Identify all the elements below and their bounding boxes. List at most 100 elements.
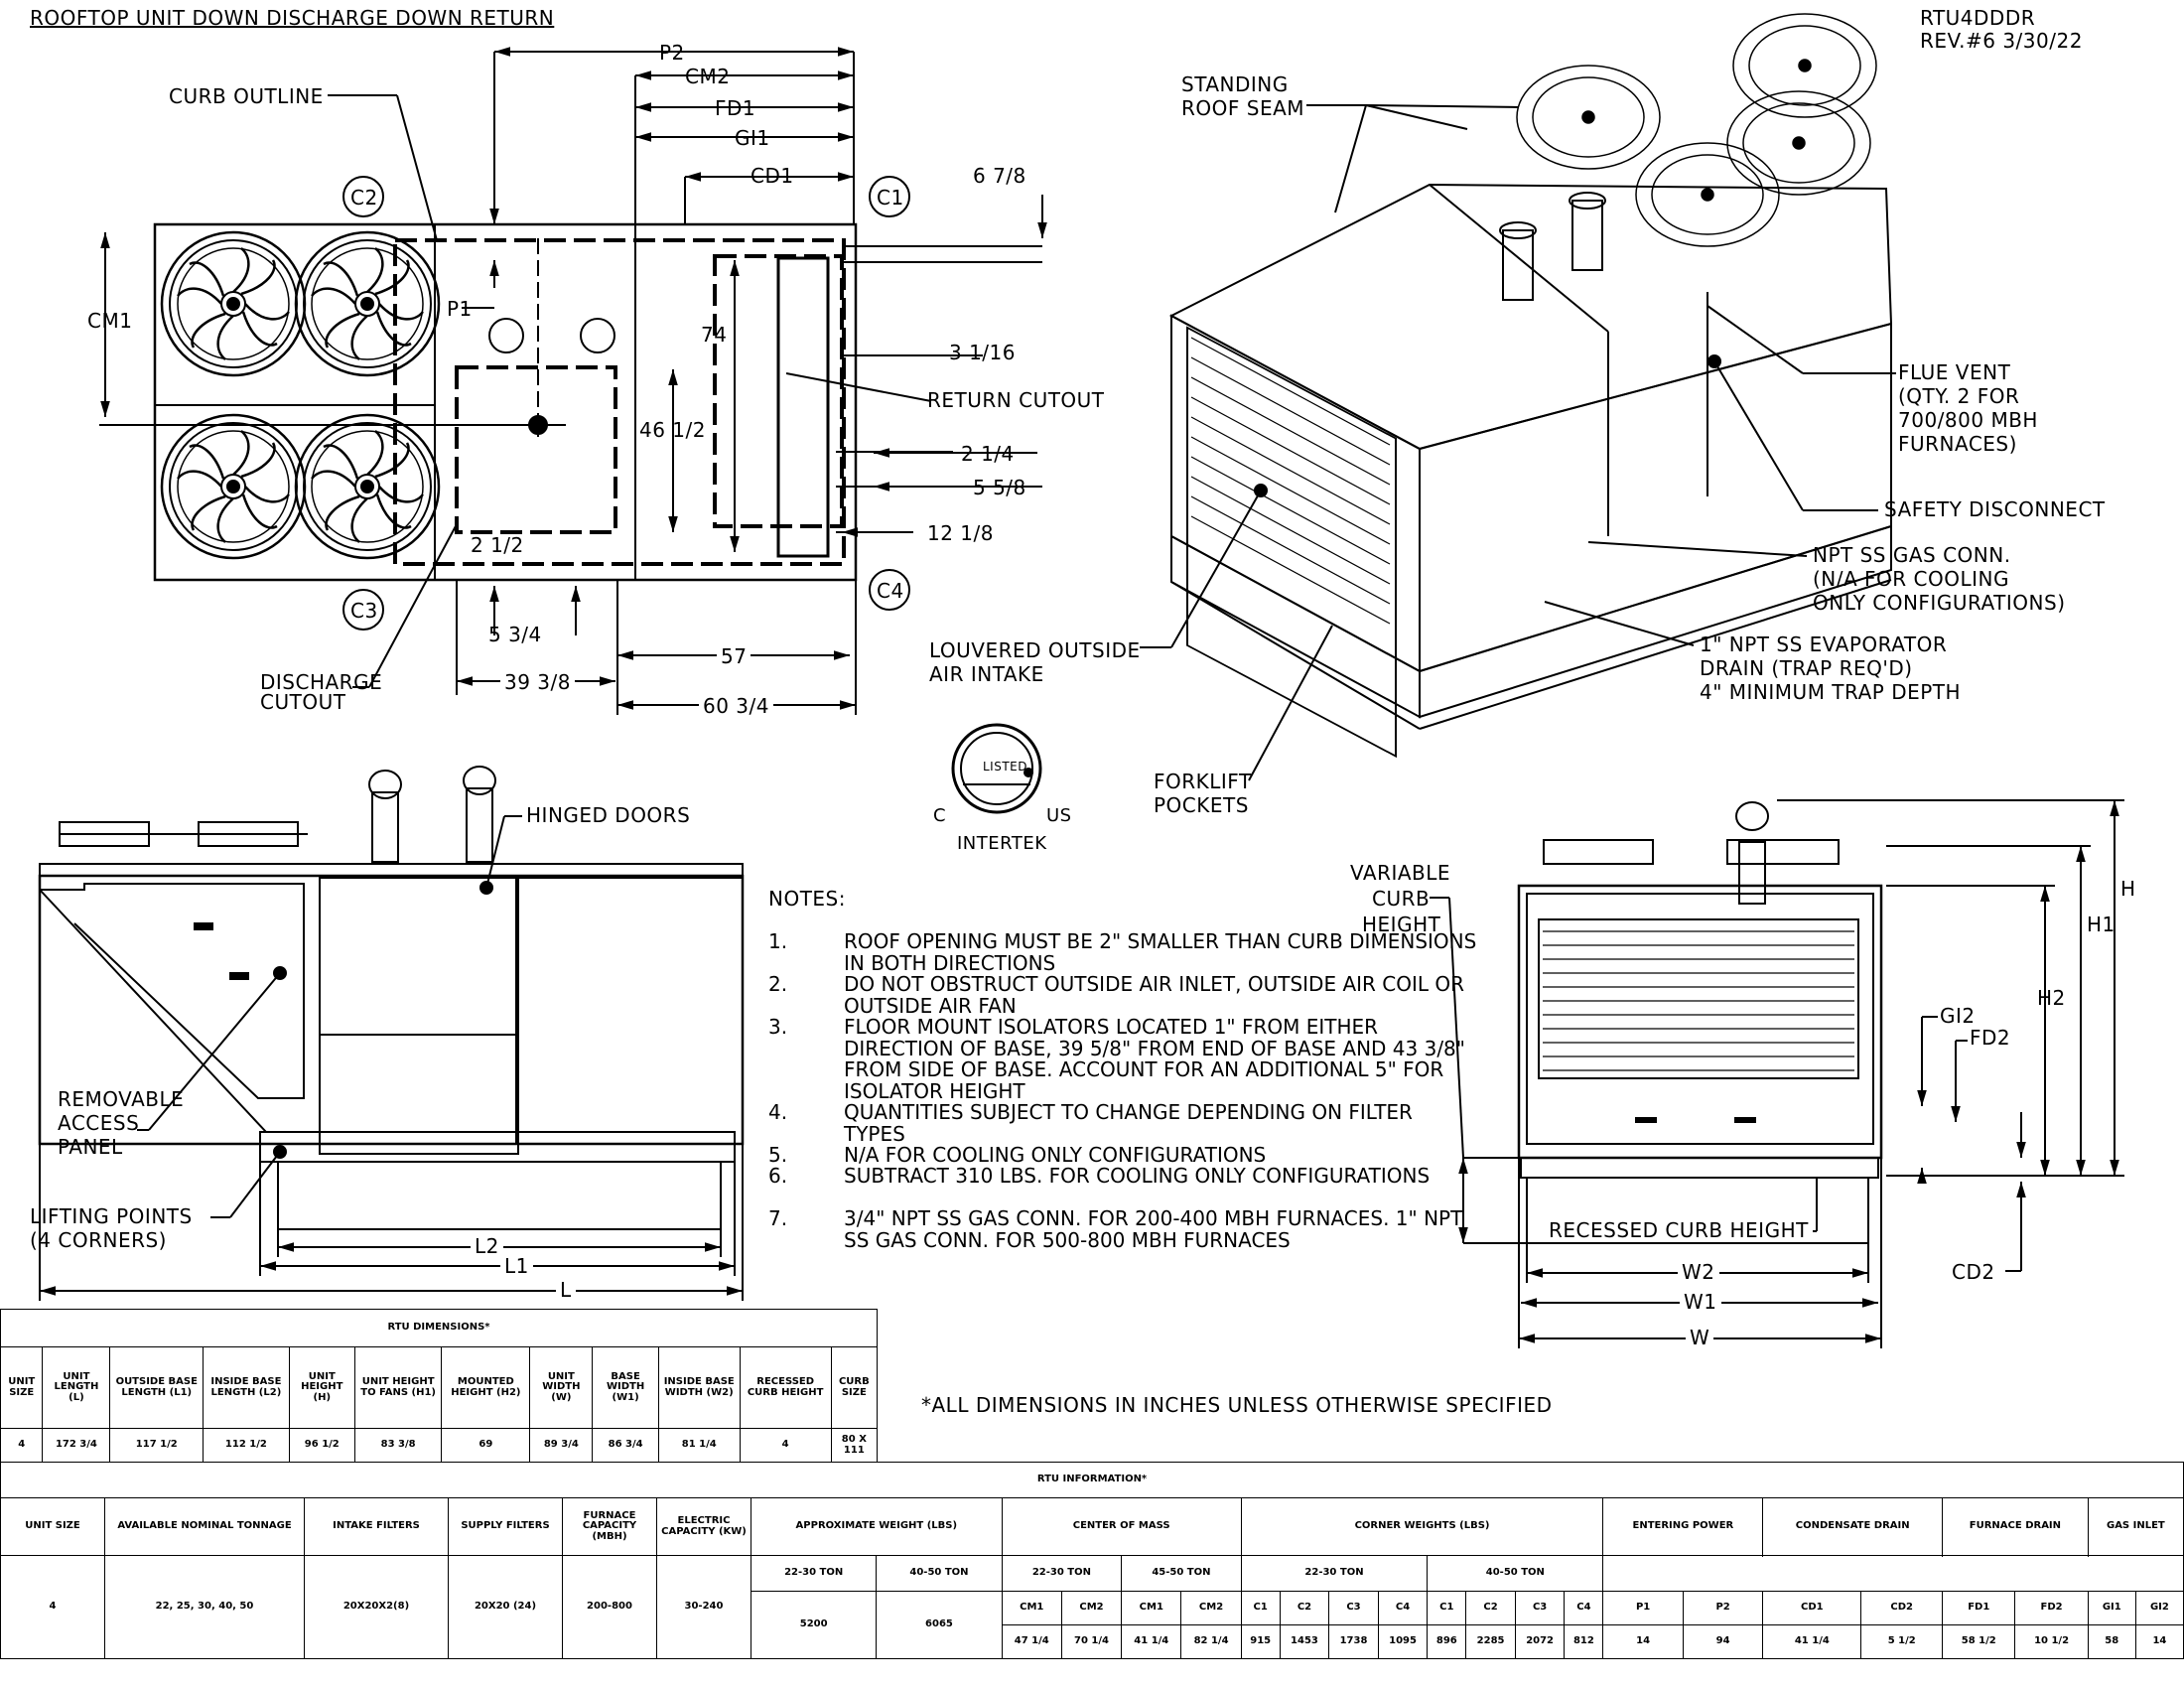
logo-listed: LISTED <box>983 760 1027 774</box>
plan-view <box>99 47 1047 715</box>
removable-label-3: PANEL <box>58 1135 123 1159</box>
table-header: APPROXIMATE WEIGHT (LBS) <box>751 1497 1003 1556</box>
table-cell: 20X20 (24) <box>448 1555 563 1659</box>
table-colhead: C2 <box>1279 1591 1330 1625</box>
gi2-label: GI2 <box>1940 1004 1976 1028</box>
logo-intertek: INTERTEK <box>957 833 1047 854</box>
table-cell: 70 1/4 <box>1060 1624 1123 1659</box>
discharge-cutout-label-2: CUTOUT <box>260 690 346 714</box>
table-cell: 2285 <box>1465 1624 1516 1659</box>
rtu-dimensions-table: RTU DIMENSIONS* UNIT SIZE UNIT LENGTH (L… <box>0 1309 879 1463</box>
cm1-label: CM1 <box>87 309 133 333</box>
dim-2-1-2: 2 1/2 <box>471 533 524 557</box>
table-subheader: 45-50 TON <box>1121 1555 1242 1592</box>
c2-label: C2 <box>350 186 378 210</box>
table-colhead: CM1 <box>1001 1591 1062 1625</box>
table-cell: 89 3/4 <box>529 1428 594 1463</box>
table-colhead: C4 <box>1564 1591 1604 1625</box>
table-cell: 94 <box>1682 1624 1764 1659</box>
table-cell: 22, 25, 30, 40, 50 <box>104 1555 305 1659</box>
table-colhead: GI1 <box>2087 1591 2136 1625</box>
table-cell: 4 <box>0 1428 44 1463</box>
table-cell: 20X20X2(8) <box>304 1555 449 1659</box>
table-cell: 172 3/4 <box>42 1428 111 1463</box>
flue-vent-label-3: 700/800 MBH <box>1898 408 2038 432</box>
table-header: UNIT HEIGHT (H) <box>288 1346 355 1429</box>
table-cell: 58 1/2 <box>1942 1624 2016 1659</box>
table-cell: 1738 <box>1328 1624 1379 1659</box>
cm2-label: CM2 <box>685 65 731 88</box>
table-cell: 812 <box>1564 1624 1604 1659</box>
recessed-curb-height-label: RECESSED CURB HEIGHT <box>1545 1219 1813 1241</box>
table-cell: 81 1/4 <box>657 1428 741 1463</box>
flue-vent-label-4: FURNACES) <box>1898 432 2017 456</box>
w2-label: W2 <box>1678 1261 1719 1283</box>
side-view <box>38 766 745 1301</box>
table-header: INSIDE BASE LENGTH (L2) <box>203 1346 290 1429</box>
fd1-label: FD1 <box>715 96 756 120</box>
dim-39-3-8: 39 3/8 <box>500 671 575 693</box>
table-colhead: FD1 <box>1942 1591 2016 1625</box>
c3-label: C3 <box>350 599 378 623</box>
table-colhead: C3 <box>1514 1591 1566 1625</box>
table-header: FURNACE CAPACITY (MBH) <box>562 1497 657 1556</box>
table-header: OUTSIDE BASE LENGTH (L1) <box>109 1346 205 1429</box>
dim-12-1-8: 12 1/8 <box>927 521 994 545</box>
l1-label: L1 <box>500 1255 533 1277</box>
table-subheader: 40-50 TON <box>1427 1555 1604 1592</box>
table-colhead: C3 <box>1328 1591 1379 1625</box>
table-cell: 1095 <box>1377 1624 1429 1659</box>
table-colhead: C1 <box>1240 1591 1281 1625</box>
table-header: UNIT WIDTH (W) <box>529 1346 594 1429</box>
table-header: UNIT LENGTH (L) <box>42 1346 111 1429</box>
p2-label: P2 <box>659 41 685 65</box>
dim-3-1-16: 3 1/16 <box>949 341 1016 364</box>
table-colhead: C1 <box>1427 1591 1467 1625</box>
rtu-information-title: RTU INFORMATION* <box>0 1462 2184 1498</box>
gas-conn-label-3: ONLY CONFIGURATIONS) <box>1813 591 2066 615</box>
hinged-doors-label: HINGED DOORS <box>526 803 691 827</box>
dim-57: 57 <box>717 645 751 667</box>
table-cell: 96 1/2 <box>288 1428 355 1463</box>
table-header: SUPPLY FILTERS <box>448 1497 563 1556</box>
gas-conn-label-2: (N/A FOR COOLING <box>1813 567 2009 591</box>
table-colhead: P1 <box>1602 1591 1684 1625</box>
rtu-information-table: RTU INFORMATION* UNIT SIZE AVAILABLE NOM… <box>0 1462 2184 1659</box>
table-cell: 14 <box>2134 1624 2184 1659</box>
dim-5-5-8: 5 5/8 <box>973 476 1026 499</box>
safety-disconnect-label: SAFETY DISCONNECT <box>1884 497 2106 521</box>
table-cell: 10 1/2 <box>2014 1624 2089 1659</box>
table-cell: 5200 <box>750 1591 878 1659</box>
table-header: CONDENSATE DRAIN <box>1762 1497 1944 1556</box>
table-cell: 80 X 111 <box>830 1428 879 1463</box>
lifting-label-2: (4 CORNERS) <box>30 1228 167 1252</box>
table-cell: 4 <box>739 1428 832 1463</box>
louvered-label-1: LOUVERED OUTSIDE <box>929 638 1141 662</box>
table-cell: 47 1/4 <box>1001 1624 1062 1659</box>
table-colhead: CM1 <box>1121 1591 1182 1625</box>
removable-label-1: REMOVABLE <box>58 1087 185 1111</box>
forklift-label-1: FORKLIFT <box>1154 770 1252 793</box>
corner-callouts <box>342 176 910 631</box>
table-colhead: CD2 <box>1860 1591 1944 1625</box>
standing-roof-seam-label-1: STANDING <box>1181 72 1289 96</box>
table-header: CURB SIZE <box>830 1346 879 1429</box>
l-label: L <box>556 1279 576 1301</box>
rtu-dimensions-title: RTU DIMENSIONS* <box>0 1309 878 1347</box>
table-header: CORNER WEIGHTS (LBS) <box>1240 1497 1604 1556</box>
drawing-id: RTU4DDDR <box>1920 6 2036 30</box>
table-colhead: CD1 <box>1762 1591 1862 1625</box>
end-view <box>1430 799 2124 1348</box>
dim-5-3-4: 5 3/4 <box>488 623 542 646</box>
table-header: RECESSED CURB HEIGHT <box>739 1346 832 1429</box>
logo-us: US <box>1046 805 1072 826</box>
cd2-label: CD2 <box>1952 1260 1995 1284</box>
w-label: W <box>1686 1327 1714 1348</box>
table-cell: 117 1/2 <box>109 1428 205 1463</box>
notes-title: NOTES: <box>768 887 846 911</box>
dim-60-3-4: 60 3/4 <box>699 695 773 717</box>
table-subheader: 22-30 TON <box>1001 1555 1123 1592</box>
table-colhead: C4 <box>1377 1591 1429 1625</box>
table-header: AVAILABLE NOMINAL TONNAGE <box>104 1497 305 1556</box>
table-colhead: FD2 <box>2014 1591 2089 1625</box>
